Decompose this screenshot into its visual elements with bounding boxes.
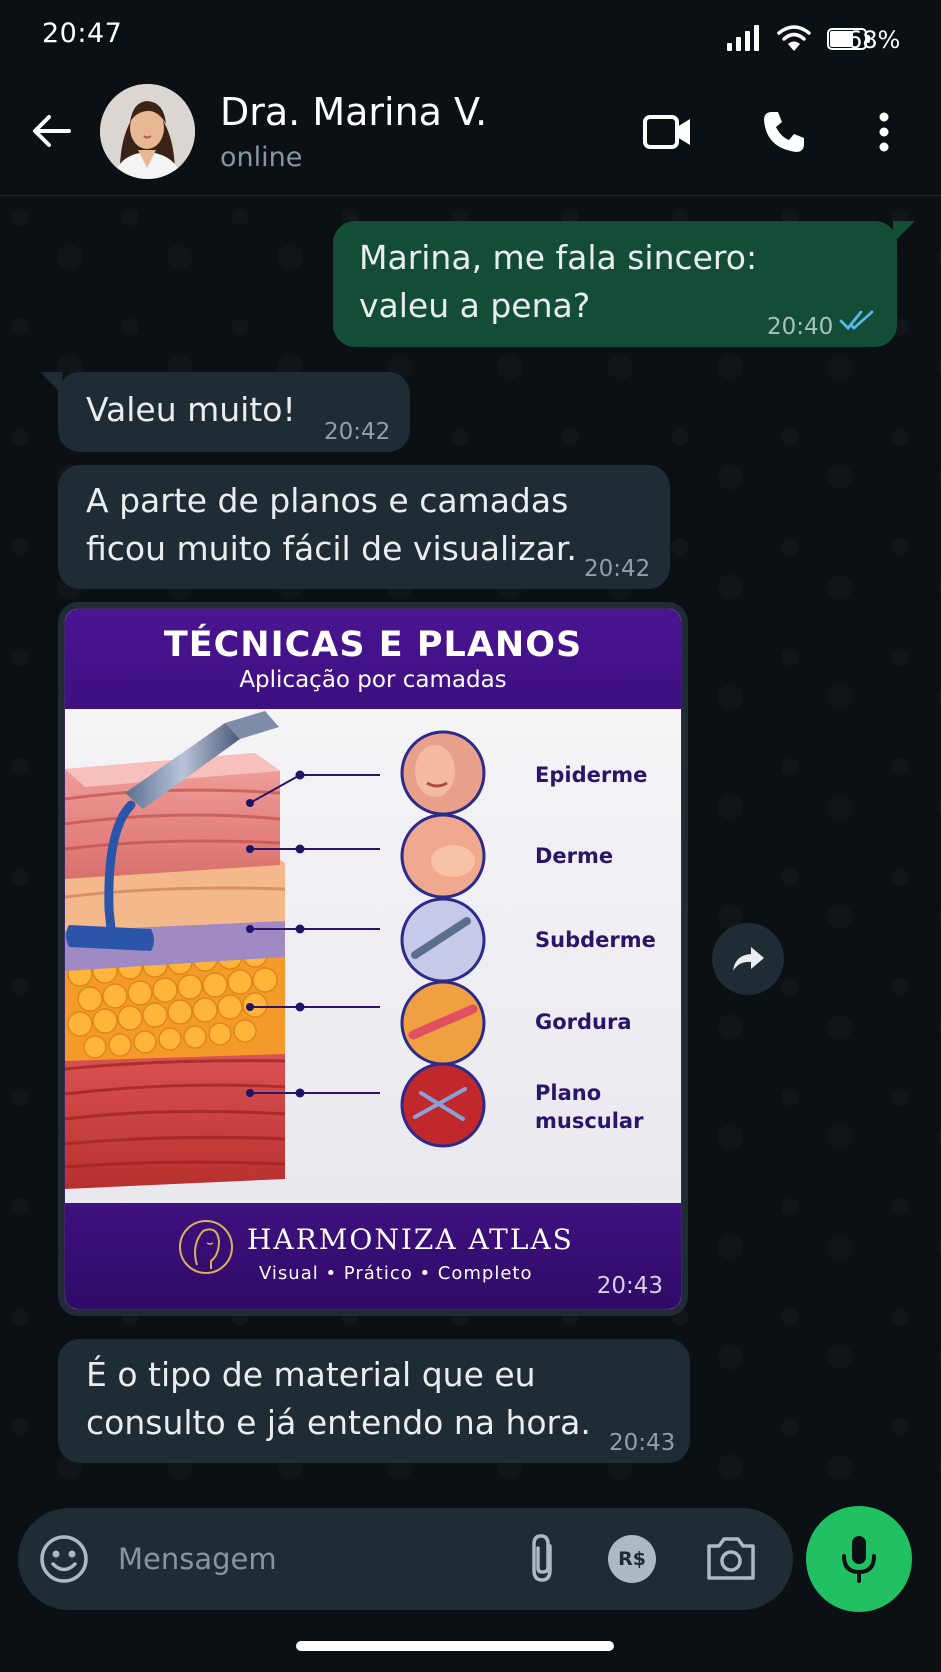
message-time: 20:42	[324, 419, 391, 445]
status-time: 20:47	[42, 18, 123, 49]
layer-label-subderme: Subderme	[535, 928, 656, 952]
message-time: 20:42	[584, 556, 651, 582]
card-header: TÉCNICAS E PLANOS Aplicação por camadas	[65, 609, 681, 709]
microphone-icon	[842, 1536, 876, 1583]
camera-button[interactable]	[703, 1532, 759, 1586]
message-time: 20:43	[609, 1430, 676, 1456]
message-bubble-incoming[interactable]: É o tipo de material que eu consulto e j…	[58, 1339, 690, 1463]
message-bubble-incoming[interactable]: Valeu muito! 20:42	[40, 372, 410, 452]
layer-label-epiderme: Epiderme	[535, 763, 648, 787]
wifi-icon	[777, 25, 811, 51]
more-options-button[interactable]	[862, 102, 906, 162]
home-indicator[interactable]	[296, 1641, 614, 1651]
phone-icon	[764, 112, 804, 152]
voice-message-button[interactable]	[806, 1506, 912, 1612]
status-bar: 20:47 68%	[0, 0, 941, 76]
message-time: 20:43	[596, 1273, 663, 1299]
message-text: É o tipo de material que eu consulto e j…	[86, 1355, 591, 1442]
back-button[interactable]	[26, 106, 76, 156]
emoji-icon	[40, 1535, 88, 1583]
layer-label-gordura: Gordura	[535, 1010, 632, 1034]
message-text: Valeu muito!	[86, 390, 296, 429]
avatar-portrait	[100, 84, 195, 179]
emoji-button[interactable]	[38, 1533, 90, 1585]
battery-icon: 68%	[827, 23, 901, 54]
message-bubble-outgoing[interactable]: Marina, me fala sincero: valeu a pena? 2…	[333, 221, 915, 347]
brand-tagline: Visual • Prático • Completo	[259, 1263, 533, 1284]
kebab-menu-icon	[879, 112, 889, 152]
forward-button[interactable]	[712, 923, 784, 995]
video-call-button[interactable]	[638, 102, 698, 162]
signal-icon	[727, 25, 759, 51]
message-bubble-incoming[interactable]: A parte de planos e camadas ficou muito …	[58, 465, 670, 589]
image-message[interactable]: TÉCNICAS E PLANOS Aplicação por camadas	[58, 602, 688, 1316]
brand-logo-icon	[179, 1220, 233, 1274]
double-check-icon	[839, 310, 874, 331]
battery-percent: 68%	[847, 26, 901, 54]
message-input[interactable]	[118, 1530, 498, 1588]
message-composer: R$	[18, 1508, 793, 1610]
card-title: TÉCNICAS E PLANOS	[163, 625, 583, 665]
card-subtitle: Aplicação por camadas	[239, 667, 507, 693]
video-camera-icon	[643, 115, 690, 149]
contact-avatar[interactable]	[100, 84, 195, 179]
layer-label-plano-muscular: Plano muscular	[535, 1081, 644, 1133]
status-icons: 68%	[727, 22, 901, 54]
message-text: A parte de planos e camadas ficou muito …	[86, 481, 577, 568]
image-card[interactable]: TÉCNICAS E PLANOS Aplicação por camadas	[64, 608, 682, 1310]
paperclip-icon	[532, 1534, 552, 1582]
message-time: 20:40	[767, 314, 834, 340]
payment-button[interactable]: R$	[608, 1535, 656, 1583]
card-footer: HARMONIZA ATLAS Visual • Prático • Compl…	[65, 1203, 681, 1309]
layer-label-derme: Derme	[535, 844, 614, 868]
skin-layers-illustration	[65, 711, 486, 1189]
contact-name[interactable]: Dra. Marina V.	[220, 90, 488, 134]
camera-icon	[707, 1537, 755, 1580]
arrow-left-icon	[33, 115, 71, 147]
forward-arrow-icon	[733, 947, 764, 971]
message-text: Marina, me fala sincero: valeu a pena?	[359, 238, 758, 325]
chat-area[interactable]: Marina, me fala sincero: valeu a pena? 2…	[0, 197, 941, 1497]
chat-header: Dra. Marina V. online	[0, 76, 941, 196]
brand-name: HARMONIZA ATLAS	[247, 1223, 574, 1256]
contact-status: online	[220, 142, 303, 173]
card-illustration: Epiderme Derme Subderme Gordura Plano mu…	[65, 709, 681, 1203]
attach-button[interactable]	[518, 1532, 568, 1586]
voice-call-button[interactable]	[754, 102, 814, 162]
